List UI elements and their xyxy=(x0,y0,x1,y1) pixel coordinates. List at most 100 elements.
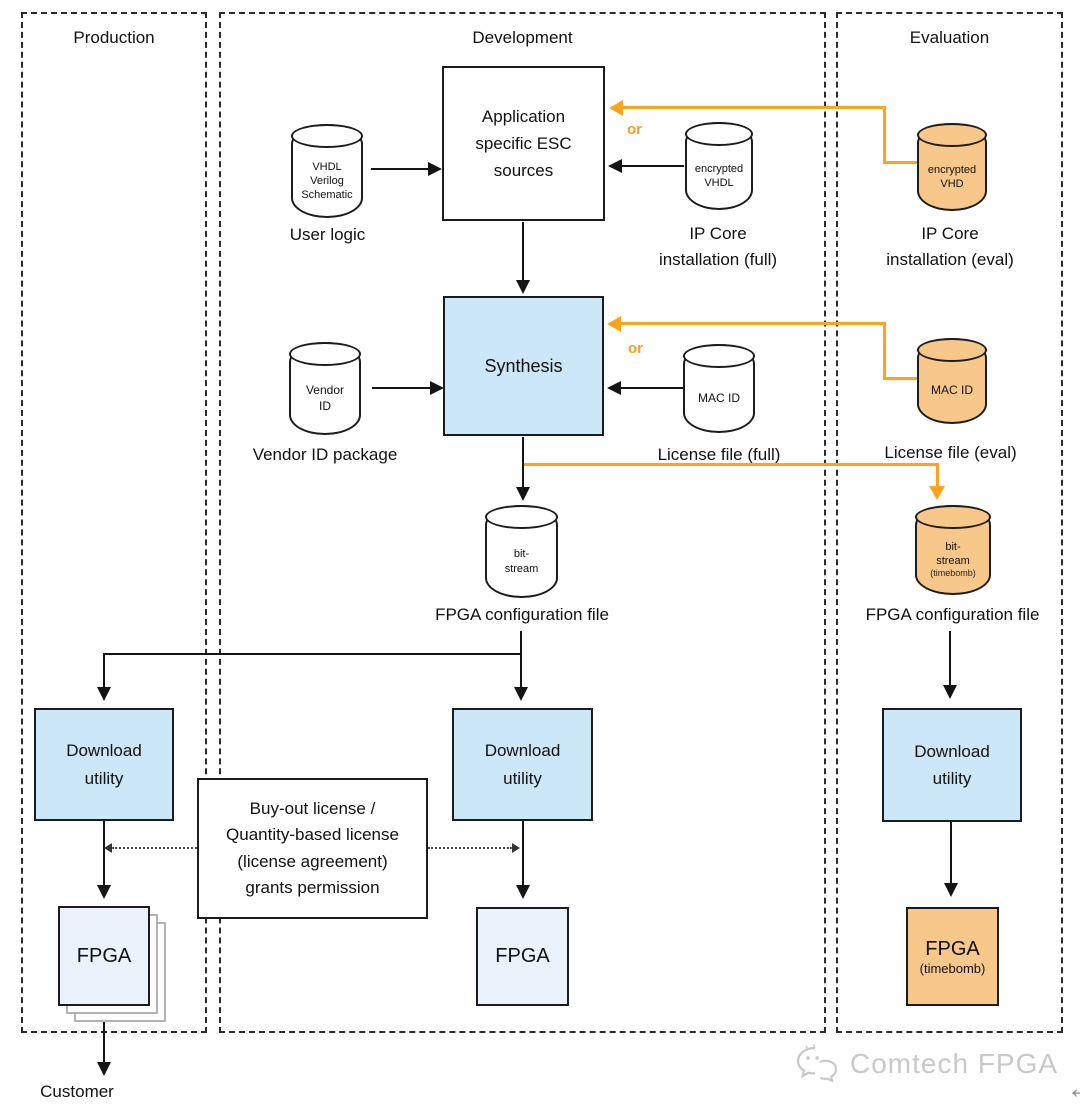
development-fpga-box: FPGA xyxy=(476,907,569,1006)
vendor-id-cylinder-text: Vendor ID xyxy=(305,382,345,413)
bitstream-cylinder-text: bit- stream xyxy=(504,548,539,575)
arrow-bitstream-down xyxy=(520,631,522,689)
eval-fpga-config-file-label: FPGA configuration file xyxy=(865,605,1040,624)
production-fpga-label: FPGA xyxy=(76,944,132,967)
eval-ipcore-orange-line-stub xyxy=(883,161,917,164)
eval-ip-core-cylinder: encrypted VHD xyxy=(917,123,987,211)
arrow-app-to-synthesis xyxy=(522,222,524,280)
cylinder-top-rim xyxy=(915,505,991,529)
evaluation-fpga-box: FPGA (timebomb) xyxy=(906,907,999,1006)
eval-license-label: License file (eval) xyxy=(884,443,1017,462)
mac-id-full-cylinder: MAC ID xyxy=(683,344,755,433)
license-full-label: License file (full) xyxy=(657,445,781,464)
production-fpga-box: FPGA xyxy=(58,906,150,1006)
development-column-title: Development xyxy=(472,28,573,47)
arrowhead-ipcore-to-app xyxy=(608,159,622,173)
wechat-icon xyxy=(796,1044,838,1082)
dotted-permission-line-right xyxy=(428,847,512,849)
orange-branch-vertical xyxy=(936,463,939,488)
arrowhead-eval-license-to-synthesis xyxy=(607,316,621,332)
application-sources-box: Application specific ESC sources xyxy=(442,66,605,221)
orange-branch-horizontal xyxy=(524,463,938,466)
development-download-utility-box: Download utility xyxy=(452,708,593,821)
cylinder-top-rim xyxy=(685,122,753,146)
eval-ip-core-cylinder-text: encrypted VHD xyxy=(927,163,977,190)
arrowhead-prod-download-to-fpga xyxy=(97,885,111,899)
license-note-text: Buy-out license / Quantity-based license… xyxy=(226,798,399,897)
or-label-top: or xyxy=(627,121,642,138)
cylinder-top-rim xyxy=(917,338,987,362)
application-sources-label: Application specific ESC sources xyxy=(475,106,572,181)
user-logic-cylinder-text: VHDL Verilog Schematic xyxy=(301,160,353,202)
production-download-utility-box: Download utility xyxy=(34,708,174,821)
arrowhead-orange-to-eval-bitstream xyxy=(929,486,945,500)
eval-license-orange-line-horizontal xyxy=(620,322,886,325)
arrow-fpga-to-customer xyxy=(103,1022,105,1064)
arrow-branch-production-down xyxy=(103,653,105,689)
arrow-eval-bitstream-down xyxy=(949,631,951,687)
arrow-vendor-to-synthesis xyxy=(372,387,430,389)
arrow-synthesis-to-bitstream xyxy=(522,437,524,489)
cylinder-top-rim xyxy=(485,505,558,529)
eval-ipcore-orange-line-vertical xyxy=(883,106,886,164)
evaluation-fpga-label: FPGA xyxy=(925,937,980,960)
arrowhead-fpga-to-customer xyxy=(97,1062,111,1076)
eval-bitstream-cylinder-text: bit- stream (timebomb) xyxy=(917,529,989,591)
arrowhead-permission-left xyxy=(104,843,112,853)
cylinder-top-rim xyxy=(291,124,363,148)
evaluation-column: Evaluation xyxy=(836,12,1063,1033)
evaluation-download-utility-label: Download utility xyxy=(914,741,990,788)
development-download-utility-label: Download utility xyxy=(484,741,561,788)
arrowhead-dev-download-to-fpga xyxy=(516,885,530,899)
evaluation-fpga-sublabel: (timebomb) xyxy=(919,960,986,976)
arrow-eval-download-to-fpga xyxy=(950,822,952,884)
arrow-ipcore-to-app xyxy=(621,165,684,167)
bitstream-cylinder: bit- stream xyxy=(485,505,558,598)
development-fpga-label: FPGA xyxy=(495,945,550,967)
arrowhead-to-dev-download xyxy=(514,687,528,701)
eval-bitstream-cylinder: bit- stream (timebomb) xyxy=(915,505,991,595)
cylinder-top-rim xyxy=(917,123,987,147)
arrowhead-app-to-synthesis xyxy=(516,280,530,294)
arrowhead-eval-download-to-fpga xyxy=(944,883,958,897)
arrow-license-to-synthesis xyxy=(620,387,683,389)
arrow-prod-download-to-fpga xyxy=(103,821,105,887)
user-logic-label: User logic xyxy=(289,225,366,244)
arrowhead-eval-ipcore-to-app xyxy=(609,100,623,116)
eval-bitstream-subtext: (timebomb) xyxy=(930,568,976,579)
synthesis-label: Synthesis xyxy=(484,355,563,376)
mac-id-full-cylinder-text: MAC ID xyxy=(698,390,740,405)
evaluation-download-utility-box: Download utility xyxy=(882,708,1022,822)
eval-mac-id-cylinder: MAC ID xyxy=(917,338,987,424)
cylinder-top-rim xyxy=(289,342,361,366)
eval-ipcore-orange-line-horizontal xyxy=(622,106,886,109)
fpga-config-file-label: FPGA configuration file xyxy=(435,605,609,624)
arrowhead-permission-right xyxy=(512,843,520,853)
eval-license-orange-line-stub xyxy=(883,377,917,380)
ip-core-full-cylinder-text: encrypted VHDL xyxy=(694,162,744,189)
arrowhead-eval-bitstream-down xyxy=(943,685,957,699)
watermark-text: Comtech FPGA xyxy=(850,1048,1059,1079)
arrowhead-user-logic-to-app xyxy=(428,162,442,176)
dotted-permission-line-left xyxy=(112,847,197,849)
ip-core-full-cylinder: encrypted VHDL xyxy=(685,122,753,210)
clipped-left-arrow-glyph: ← xyxy=(1066,1072,1080,1106)
vendor-id-cylinder: Vendor ID xyxy=(289,342,361,435)
arrowhead-to-prod-download xyxy=(97,687,111,701)
customer-label: Customer xyxy=(40,1082,114,1101)
license-note-box: Buy-out license / Quantity-based license… xyxy=(197,778,428,919)
or-label-middle: or xyxy=(628,340,643,357)
arrowhead-license-to-synthesis xyxy=(607,381,621,395)
development-column: Development xyxy=(219,12,826,1033)
eval-license-orange-line-vertical xyxy=(883,322,886,380)
eval-bitstream-text: bit- stream xyxy=(936,540,970,568)
arrowhead-vendor-to-synthesis xyxy=(430,381,444,395)
ip-core-full-label: IP Core installation (full) xyxy=(658,224,778,270)
eval-mac-id-cylinder-text: MAC ID xyxy=(931,383,973,398)
cylinder-top-rim xyxy=(683,344,755,368)
arrow-user-logic-to-app xyxy=(371,168,428,170)
production-column-title: Production xyxy=(73,28,155,47)
branch-line-to-production xyxy=(104,653,522,655)
arrowhead-synthesis-to-bitstream xyxy=(516,487,530,501)
